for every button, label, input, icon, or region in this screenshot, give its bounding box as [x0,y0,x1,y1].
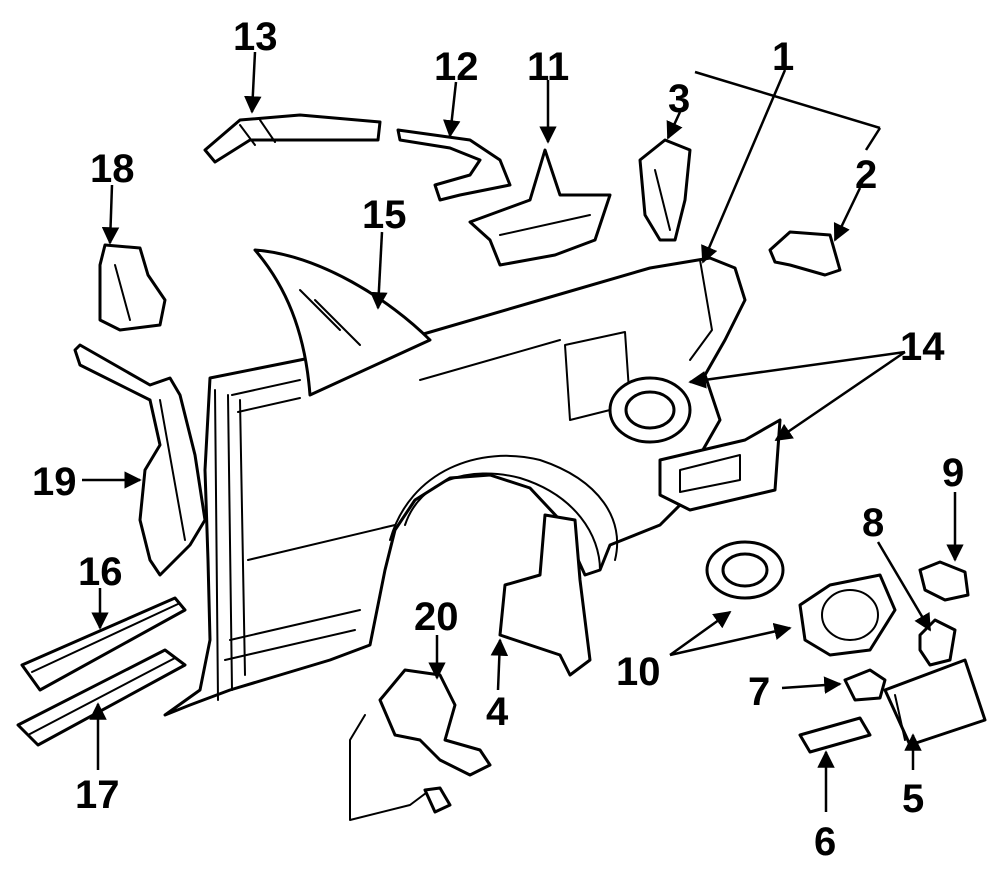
callout-10: 10 [616,650,661,694]
fuel-door-housing-10 [798,573,897,657]
callout-labels: 1 2 3 4 5 6 7 8 9 10 11 12 13 14 15 16 1… [32,15,964,864]
callout-1: 1 [772,35,794,79]
callout-2: 2 [855,153,877,197]
callout-11: 11 [527,45,569,89]
mud-flap [498,513,592,677]
bracket-3 [638,138,692,242]
roof-rail-13 [203,113,382,164]
roof-rail-12 [396,128,512,202]
callout-14: 14 [900,325,945,369]
callout-9: 9 [942,451,964,495]
callout-5: 5 [902,777,924,821]
callout-18: 18 [90,147,135,191]
callout-20: 20 [414,595,459,639]
clip-8 [918,618,957,667]
fuel-housing-14 [608,376,692,444]
callout-19: 19 [32,460,77,504]
callout-4: 4 [486,690,509,734]
callout-17: 17 [75,773,120,817]
callout-lines [82,51,964,812]
hinge-6 [798,716,872,754]
callout-6: 6 [814,820,836,864]
callout-13: 13 [233,15,278,59]
callout-15: 15 [362,193,407,237]
quarter-panel [163,256,747,717]
callout-12: 12 [434,45,479,89]
inner-panel-11 [468,148,612,267]
reinforcement-19 [73,343,207,577]
fuel-pocket-14 [658,418,782,512]
rocker-molding-17 [16,648,187,747]
callout-8: 8 [862,501,884,545]
fuel-filler-20 [349,668,492,821]
bumper-7 [843,668,887,702]
bracket-2 [768,230,842,277]
quarter-glass [253,248,432,397]
callout-3: 3 [668,77,690,121]
rocker-molding-16 [20,596,187,692]
clip-9 [918,560,970,602]
fuel-door-ring-10 [705,540,785,600]
fuel-door-5 [883,658,987,747]
callout-16: 16 [78,550,123,594]
bracket-18 [98,243,167,332]
callout-7: 7 [748,670,770,714]
